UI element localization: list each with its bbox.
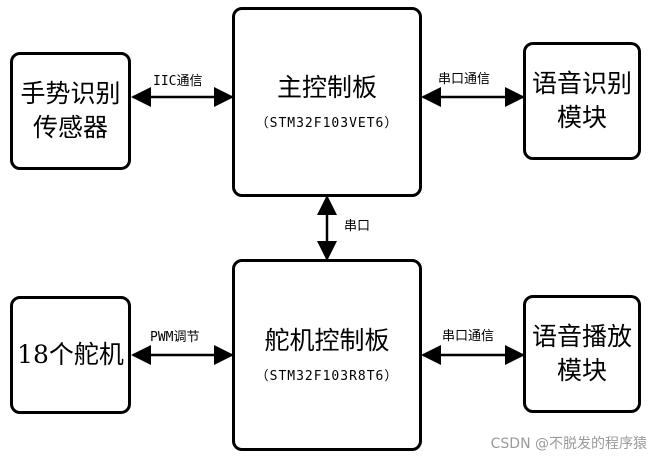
servos-label: 18个舵机 [17, 340, 124, 369]
label-main-servo-board: 串口 [344, 219, 371, 234]
voice-recognition-line2: 模块 [556, 103, 607, 132]
gesture-sensor-line1: 手势识别 [20, 79, 121, 108]
voice-recognition-box: 语音识别 模块 [523, 42, 641, 160]
label-gesture-main: IIC通信 [153, 74, 203, 89]
voice-playback-line2: 模块 [556, 356, 607, 385]
label-servos-servo-board: PWM调节 [150, 330, 200, 345]
voice-playback-box: 语音播放 模块 [523, 295, 641, 413]
voice-playback-line1: 语音播放 [531, 322, 632, 351]
label-main-voice-recognition: 串口通信 [438, 72, 491, 87]
servo-board-chip: （STM32F103R8T6） [255, 369, 399, 384]
gesture-sensor-box: 手势识别 传感器 [10, 52, 131, 170]
label-servo-board-voice-playback: 串口通信 [442, 329, 495, 344]
gesture-sensor-line2: 传感器 [32, 113, 108, 142]
main-control-board: 主控制板 （STM32F103VET6） [232, 7, 422, 197]
main-board-chip: （STM32F103VET6） [255, 116, 399, 131]
servos-box: 18个舵机 [10, 296, 131, 414]
main-board-title: 主控制板 [276, 73, 377, 102]
servo-control-board: 舵机控制板 （STM32F103R8T6） [232, 259, 422, 451]
watermark: CSDN @不脱发的程序猿 [490, 436, 647, 452]
servo-board-title: 舵机控制板 [264, 326, 390, 355]
voice-recognition-line1: 语音识别 [531, 69, 632, 98]
